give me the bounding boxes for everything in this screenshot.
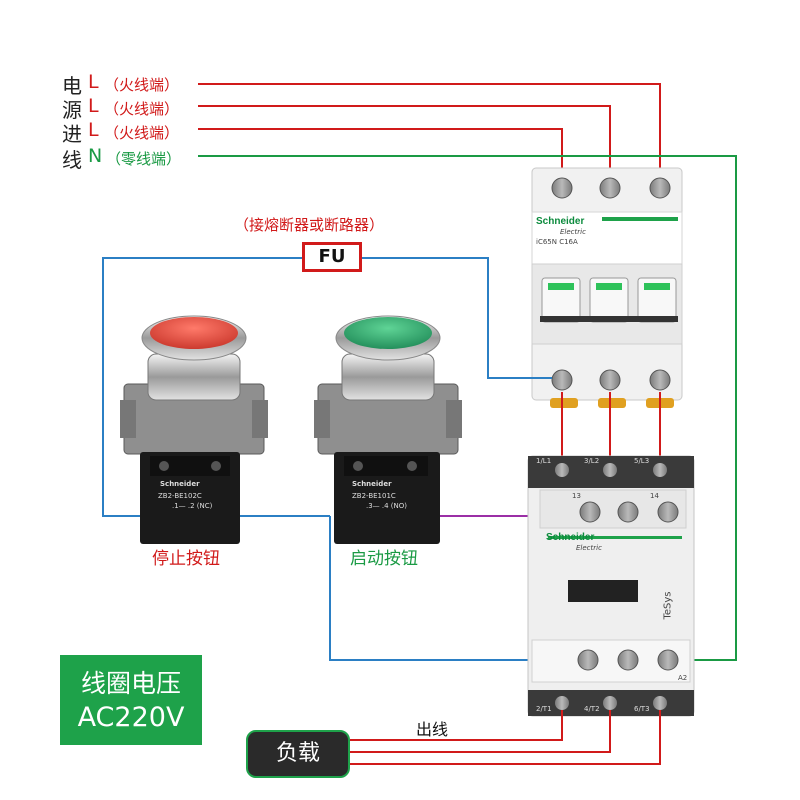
start-button-label: 启动按钮 <box>350 549 418 569</box>
wire-L1 <box>198 83 661 188</box>
coil-voltage-title: 线圈电压 <box>80 669 181 698</box>
breaker-contactor-wires <box>561 392 661 462</box>
contactor <box>527 455 695 717</box>
source-char-2: 源 <box>62 98 82 122</box>
source-phase-2: L <box>88 95 99 117</box>
source-char-3: 进 <box>62 122 82 146</box>
contactor-aux-14: 14 <box>650 492 659 500</box>
source-char-1: 电 <box>62 74 82 98</box>
source-phase-3: L <box>88 119 99 141</box>
breaker-bottom-screws <box>551 369 671 391</box>
source-char-4: 线 <box>62 148 82 172</box>
control-wires <box>102 257 578 661</box>
fuse-box: FU <box>302 242 362 272</box>
contactor-terminal-t3: 6/T3 <box>634 705 650 713</box>
stop-button <box>120 315 268 544</box>
contactor-series: TeSys <box>662 591 674 620</box>
source-desc-3: （火线端） <box>104 124 180 142</box>
source-wires <box>198 83 737 661</box>
source-desc-4: （零线端） <box>106 150 182 168</box>
contactor-terminal-l1: 1/L1 <box>536 457 552 465</box>
coil-voltage-box: 线圈电压 AC220V <box>60 655 202 745</box>
coil-voltage-value: AC220V <box>77 702 185 733</box>
start-button <box>314 315 462 544</box>
breaker-toggles <box>540 277 678 323</box>
start-button-contacts: .3— .4 (NO) <box>366 502 408 510</box>
breaker-top-screws <box>551 177 671 199</box>
contactor-coil-a2: A2 <box>678 674 688 682</box>
contactor-terminal-t2: 4/T2 <box>584 705 600 713</box>
source-desc-2: （火线端） <box>104 100 180 118</box>
start-button-model: ZB2-BE101C <box>352 492 396 500</box>
breaker-model: iC65N C16A <box>536 238 578 246</box>
contactor-sub: Electric <box>576 544 602 552</box>
wire-L2 <box>198 105 611 188</box>
contactor-brand: Schneider <box>546 532 595 543</box>
contactor-terminal-l2: 3/L2 <box>584 457 600 465</box>
start-button-brand: Schneider <box>352 480 392 488</box>
source-desc-1: （火线端） <box>104 76 180 94</box>
wire-N <box>198 155 737 661</box>
source-phase-1: L <box>88 71 99 93</box>
stop-button-model: ZB2-BE102C <box>158 492 202 500</box>
output-label: 出线 <box>416 720 449 739</box>
source-phase-4: N <box>88 145 103 167</box>
stop-button-label: 停止按钮 <box>152 549 220 569</box>
stop-button-contacts: .1— .2 (NC) <box>172 502 213 510</box>
breaker-sub: Electric <box>560 228 586 236</box>
contactor-terminal-t1: 2/T1 <box>536 705 552 713</box>
output-wires <box>350 710 661 765</box>
wire-L3 <box>198 128 563 188</box>
fuse-note: （接熔断器或断路器） <box>234 216 385 234</box>
stop-button-cap <box>150 317 238 349</box>
contactor-aux-13: 13 <box>572 492 581 500</box>
contactor-terminal-l3: 5/L3 <box>634 457 650 465</box>
circuit-breaker <box>531 167 683 408</box>
load-box: 负载 <box>246 730 350 778</box>
stop-button-brand: Schneider <box>160 480 200 488</box>
start-button-cap <box>344 317 432 349</box>
breaker-brand: Schneider <box>536 216 585 227</box>
